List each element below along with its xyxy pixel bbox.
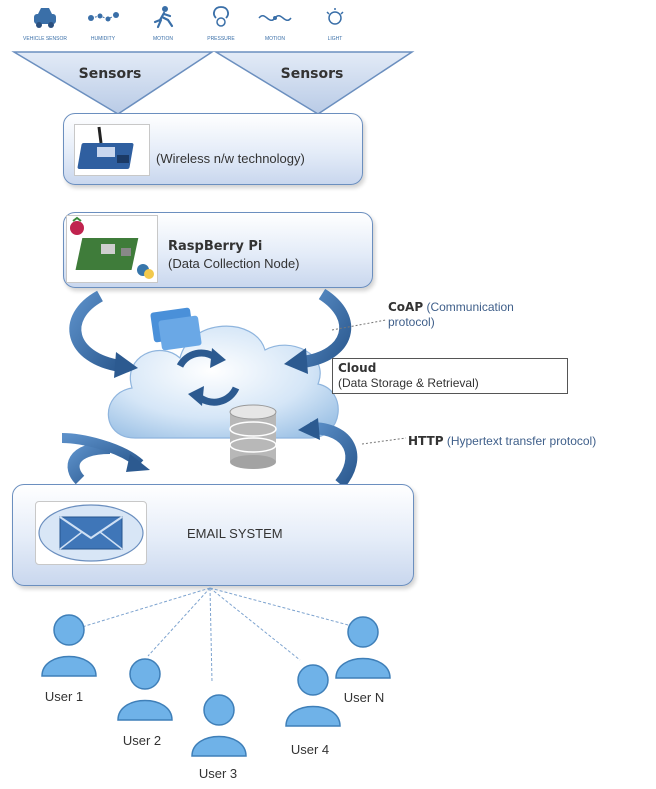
- cloud-note-subtitle: (Data Storage & Retrieval): [338, 376, 479, 390]
- sync-arrows-icon: [176, 348, 240, 406]
- http-title: HTTP: [408, 434, 444, 448]
- user-label: User 3: [198, 766, 238, 781]
- arrow-left-upper: [69, 290, 122, 372]
- arrow-right-lower: [309, 422, 358, 488]
- user-connectors: [71, 587, 353, 683]
- user-label: User 2: [122, 733, 162, 748]
- sensor-caption: HUMIDITY: [90, 36, 116, 42]
- coap-note: CoAP (Communication protocol): [388, 300, 514, 330]
- user-icon: [117, 658, 173, 721]
- http-note: HTTP (Hypertext transfer protocol): [408, 434, 596, 449]
- user-icon: [191, 694, 247, 757]
- coap-text: (Communication: [423, 300, 514, 314]
- cloud-graphic: [61, 288, 358, 488]
- cloud-shape: [107, 325, 339, 439]
- sensors-label-right: Sensors: [280, 66, 344, 82]
- user-icon: [285, 664, 341, 727]
- raspberry-pi-image: [66, 215, 158, 283]
- wireless-box: (Wireless n/w technology): [63, 113, 363, 185]
- coap-connector: [331, 319, 387, 331]
- raspberry-pi-title: RaspBerry Pi: [168, 239, 263, 254]
- raspberry-pi-box: RaspBerry Pi (Data Collection Node): [63, 212, 373, 288]
- wireless-label: (Wireless n/w technology): [156, 151, 305, 166]
- sensor-caption: MOTION: [265, 36, 285, 42]
- light-icon: LIGHT: [310, 4, 360, 50]
- runner-icon: MOTION: [138, 4, 188, 50]
- user-label: User N: [343, 690, 385, 705]
- coap-title: CoAP: [388, 300, 424, 314]
- user-label: User 4: [290, 742, 330, 757]
- user-label: User 1: [44, 689, 84, 704]
- coap-text-line2: protocol): [388, 315, 435, 329]
- email-system-label: EMAIL SYSTEM: [187, 526, 283, 541]
- email-system-box: EMAIL SYSTEM: [12, 484, 414, 586]
- arrow-left-lower: [67, 442, 111, 485]
- sensor-icon-row: VEHICLE SENSOR HUMIDITY MOTION PRESSURE …: [20, 4, 360, 50]
- cloud-note: Cloud (Data Storage & Retrieval): [332, 358, 568, 394]
- folder-icon: [150, 307, 202, 351]
- sensor-funnels: [11, 51, 415, 115]
- http-connector: [361, 437, 407, 445]
- raspberry-pi-subtitle: (Data Collection Node): [168, 256, 300, 271]
- cloud-note-title: Cloud: [338, 361, 377, 375]
- user-icon: [41, 614, 97, 677]
- pressure-icon: PRESSURE: [196, 4, 246, 50]
- email-image: [35, 501, 147, 565]
- database-icon: [229, 404, 277, 469]
- raspberry-pi-text: RaspBerry Pi (Data Collection Node): [168, 237, 300, 272]
- wave-icon: MOTION: [250, 4, 300, 50]
- car-icon: VEHICLE SENSOR: [20, 4, 70, 50]
- user-icon: [335, 616, 391, 679]
- arrow-right-upper: [301, 288, 352, 368]
- http-text: (Hypertext transfer protocol): [443, 434, 597, 448]
- network-dots-icon: HUMIDITY: [78, 4, 128, 50]
- sensor-caption: VEHICLE SENSOR: [23, 36, 67, 42]
- sensor-caption: LIGHT: [327, 36, 343, 42]
- sensor-caption: PRESSURE: [207, 36, 235, 42]
- sensors-label-left: Sensors: [78, 66, 142, 82]
- sensor-caption: MOTION: [153, 36, 173, 42]
- sensor-funnel-right: [213, 51, 415, 115]
- sensor-funnel-left: [11, 51, 215, 115]
- wireless-module-image: [74, 124, 150, 176]
